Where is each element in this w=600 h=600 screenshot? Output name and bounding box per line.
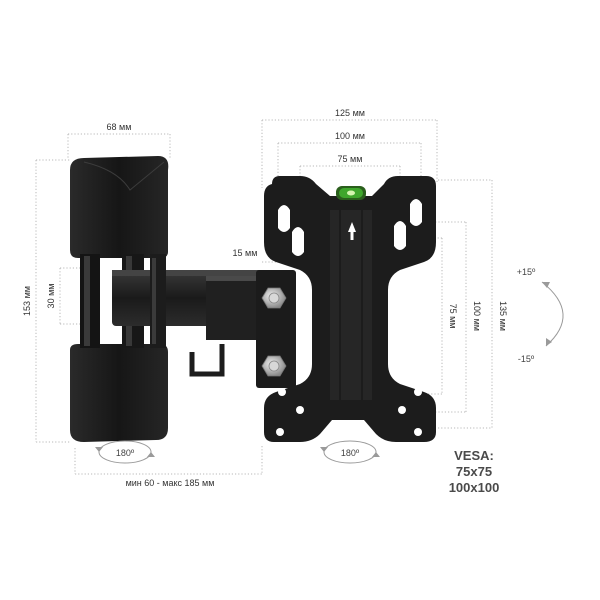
vesa-plate bbox=[264, 176, 436, 442]
bolts bbox=[261, 287, 287, 377]
bolt-icon bbox=[261, 287, 287, 309]
dim-vesa-h-large: 125 мм bbox=[335, 108, 365, 118]
arrow-up-icon bbox=[348, 222, 356, 240]
dim-arm-offset: 15 мм bbox=[233, 248, 258, 258]
vesa-size-large: 100x100 bbox=[449, 480, 500, 495]
vesa-size-small: 75x75 bbox=[456, 464, 492, 479]
tilt-down-label: -15º bbox=[518, 354, 535, 364]
tilt-arrow-icon bbox=[546, 338, 552, 346]
dim-vesa-v-large: 135 мм bbox=[498, 301, 508, 331]
rotate-arrow-icon bbox=[95, 447, 103, 452]
dim-overall-height: 153 мм bbox=[22, 286, 32, 316]
wall-swivel-indicator bbox=[95, 440, 155, 464]
dim-vesa-v-small: 75 мм bbox=[448, 304, 458, 329]
bolt-icon bbox=[261, 355, 287, 377]
dim-vesa-h-small: 75 мм bbox=[338, 154, 363, 164]
plate-swivel-indicator bbox=[320, 440, 380, 464]
wall-swivel-label: 180º bbox=[116, 448, 135, 458]
dim-extension-range: мин 60 - макс 185 мм bbox=[126, 478, 215, 488]
dim-vesa-v-mid: 100 мм bbox=[472, 301, 482, 331]
vesa-label: VESA: bbox=[454, 448, 494, 463]
plate-swivel-label: 180º bbox=[341, 448, 360, 458]
tilt-indicator bbox=[541, 281, 564, 347]
tilt-arrow-icon bbox=[542, 282, 550, 288]
tilt-up-label: +15º bbox=[517, 267, 536, 277]
dim-vesa-h-mid: 100 мм bbox=[335, 131, 365, 141]
rotate-arrow-icon bbox=[147, 452, 155, 457]
dim-pivot-spacing: 30 мм bbox=[46, 284, 56, 309]
dim-plate-width: 68 мм bbox=[107, 122, 132, 132]
bubble-level bbox=[336, 186, 366, 200]
rotate-arrow-icon bbox=[372, 452, 380, 457]
rotate-arrow-icon bbox=[320, 447, 328, 452]
